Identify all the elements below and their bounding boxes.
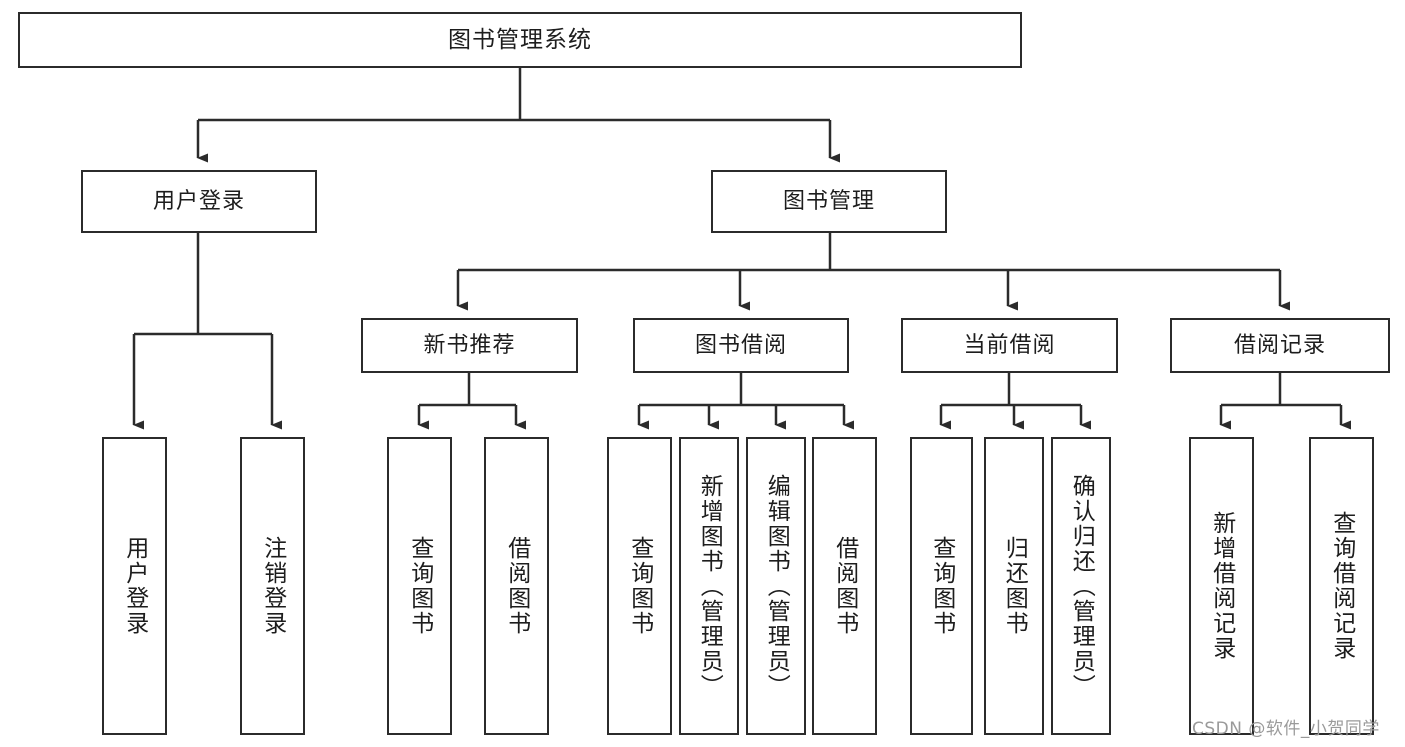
leaf-query-book-current[interactable]: 查询图书 (910, 437, 973, 735)
node-borrow-record[interactable]: 借阅记录 (1170, 318, 1390, 373)
node-user-login-label: 用户登录 (152, 188, 245, 214)
node-book-borrow-label: 图书借阅 (694, 332, 787, 358)
leaf-edit-book-admin[interactable]: 编辑图书（管理员） (746, 437, 806, 735)
leaf-query-book-borrow[interactable]: 查询图书 (607, 437, 672, 735)
leaf-add-book-admin-label: 新增图书（管理员） (696, 473, 723, 699)
leaf-confirm-return-admin-label: 确认归还（管理员） (1068, 473, 1095, 699)
leaf-borrow-book-recommend[interactable]: 借阅图书 (484, 437, 549, 735)
leaf-return-book[interactable]: 归还图书 (984, 437, 1044, 735)
node-book-management[interactable]: 图书管理 (711, 170, 947, 233)
node-borrow-record-label: 借阅记录 (1233, 332, 1326, 358)
leaf-borrow-book[interactable]: 借阅图书 (812, 437, 877, 735)
node-user-login[interactable]: 用户登录 (81, 170, 317, 233)
leaf-user-login-label: 用户登录 (121, 536, 148, 636)
leaf-add-borrow-record[interactable]: 新增借阅记录 (1189, 437, 1254, 735)
leaf-query-book-current-label: 查询图书 (928, 536, 955, 636)
leaf-return-book-label: 归还图书 (1001, 536, 1028, 636)
node-root-label: 图书管理系统 (448, 26, 592, 53)
leaf-add-book-admin[interactable]: 新增图书（管理员） (679, 437, 739, 735)
leaf-borrow-book-recommend-label: 借阅图书 (503, 536, 530, 636)
leaf-query-borrow-record[interactable]: 查询借阅记录 (1309, 437, 1374, 735)
leaf-edit-book-admin-label: 编辑图书（管理员） (763, 473, 790, 699)
leaf-add-borrow-record-label: 新增借阅记录 (1208, 511, 1235, 661)
leaf-user-login[interactable]: 用户登录 (102, 437, 167, 735)
leaf-query-book-recommend[interactable]: 查询图书 (387, 437, 452, 735)
leaf-confirm-return-admin[interactable]: 确认归还（管理员） (1051, 437, 1111, 735)
node-current-borrow-label: 当前借阅 (963, 332, 1056, 358)
node-book-borrow[interactable]: 图书借阅 (633, 318, 849, 373)
leaf-query-borrow-record-label: 查询借阅记录 (1328, 511, 1355, 661)
leaf-query-book-borrow-label: 查询图书 (626, 536, 653, 636)
node-new-book-recommend-label: 新书推荐 (423, 332, 516, 358)
leaf-logout[interactable]: 注销登录 (240, 437, 305, 735)
node-root[interactable]: 图书管理系统 (18, 12, 1022, 68)
node-book-management-label: 图书管理 (782, 188, 875, 214)
leaf-query-book-recommend-label: 查询图书 (406, 536, 433, 636)
node-new-book-recommend[interactable]: 新书推荐 (361, 318, 578, 373)
leaf-borrow-book-label: 借阅图书 (831, 536, 858, 636)
node-current-borrow[interactable]: 当前借阅 (901, 318, 1118, 373)
leaf-logout-label: 注销登录 (259, 536, 286, 636)
